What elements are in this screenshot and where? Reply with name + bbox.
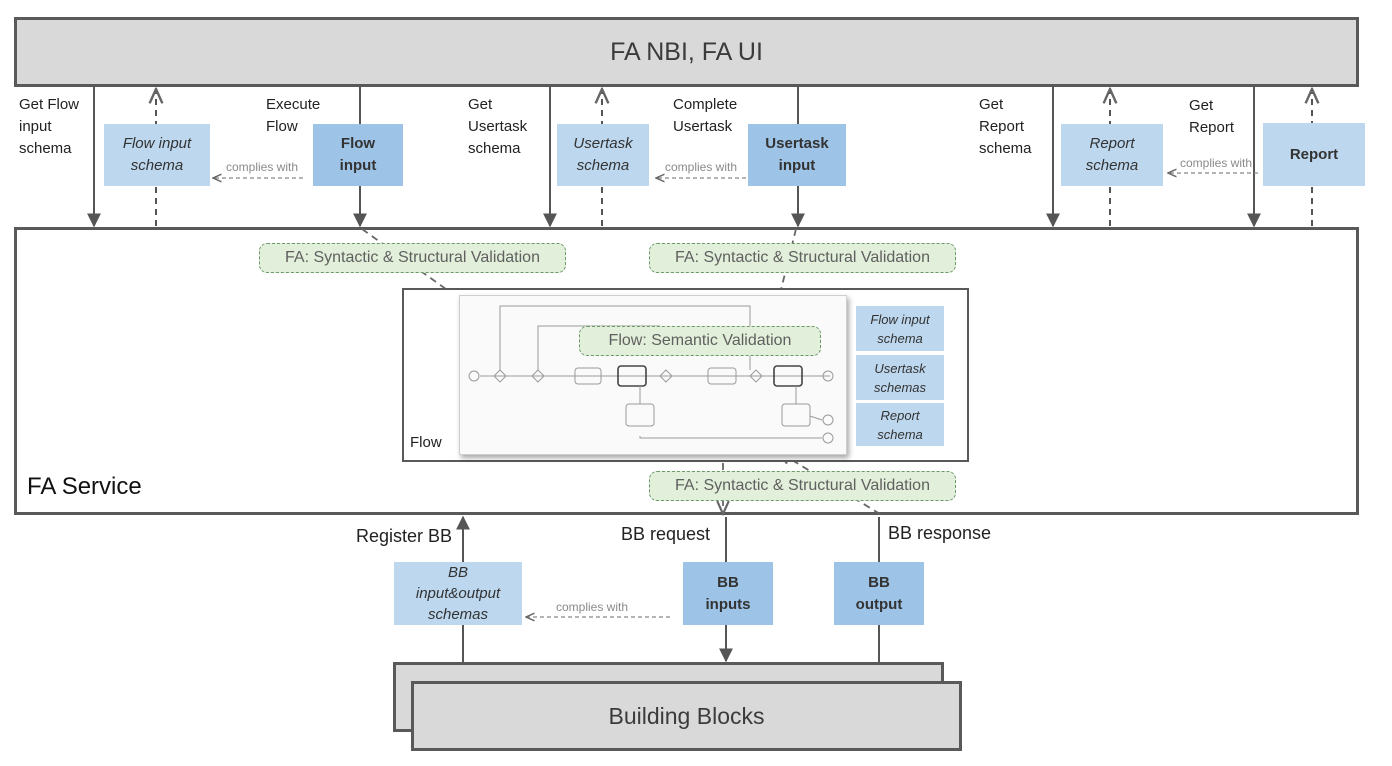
flow-side-flow-input-schema: Flow input schema	[856, 306, 944, 351]
syntactic-validation-right-label: FA: Syntactic & Structural Validation	[675, 249, 930, 266]
complies-with-bb: complies with	[556, 600, 629, 614]
register-bb-label: Register BB	[356, 526, 453, 546]
syntactic-validation-left-label: FA: Syntactic & Structural Validation	[285, 249, 540, 266]
label-complete-usertask: Complete Usertask	[673, 96, 738, 135]
report-box: Report	[1263, 123, 1365, 186]
flow-input-schema-box: Flow input schema	[104, 124, 210, 186]
complies-with-report: complies with	[1180, 156, 1253, 170]
semantic-validation: Flow: Semantic Validation	[579, 326, 821, 356]
usertask-input-box: Usertask input	[748, 124, 846, 186]
flow-label: Flow	[410, 434, 442, 451]
usertask-schema-box: Usertask schema	[557, 124, 649, 186]
usertask-schema-label: Usertask schema	[573, 135, 633, 174]
flow-side-usertask-schemas: Usertask schemas	[856, 355, 944, 400]
complies-with-flow: complies with	[226, 160, 299, 174]
semantic-validation-label: Flow: Semantic Validation	[608, 332, 792, 349]
flow-side-usertask-schemas-label: Usertask schemas	[873, 360, 927, 395]
flow-side-report-schema: Report schema	[856, 403, 944, 446]
label-get-flow-input-schema: Get Flow input schema	[19, 96, 80, 157]
bb-inputs-label: BB inputs	[705, 573, 751, 613]
label-get-usertask-schema: Get Usertask schema	[468, 96, 528, 157]
report-schema-label: Report schema	[1085, 135, 1139, 174]
bb-output-box: BB output	[834, 562, 924, 625]
syntactic-validation-right: FA: Syntactic & Structural Validation	[649, 243, 956, 273]
flow-input-box: Flow input	[313, 124, 403, 186]
flow-input-schema-label: Flow input schema	[122, 135, 192, 174]
syntactic-validation-left: FA: Syntactic & Structural Validation	[259, 243, 566, 273]
bb-schemas-box: BB input&output schemas	[394, 562, 522, 625]
flow-side-report-schema-label: Report schema	[877, 407, 923, 442]
syntactic-validation-bottom-label: FA: Syntactic & Structural Validation	[675, 477, 930, 494]
bb-request-label: BB request	[621, 524, 711, 544]
label-get-report-schema: Get Report schema	[979, 96, 1032, 157]
complies-with-usertask: complies with	[665, 160, 738, 174]
bpmn-thumbnail	[468, 305, 834, 444]
report-schema-box: Report schema	[1061, 124, 1163, 186]
label-execute-flow: Execute Flow	[266, 96, 321, 135]
building-blocks-title: Building Blocks	[608, 702, 765, 729]
fa-nbi-ui-title: FA NBI, FA UI	[610, 37, 763, 66]
flow-input-label: Flow input	[339, 135, 377, 174]
report-label: Report	[1289, 145, 1339, 163]
bb-output-label: BB output	[855, 573, 903, 613]
label-get-report: Get Report	[1189, 97, 1235, 136]
syntactic-validation-bottom: FA: Syntactic & Structural Validation	[649, 471, 956, 501]
bb-response-label: BB response	[888, 523, 992, 543]
fa-nbi-ui-bar: FA NBI, FA UI	[14, 17, 1359, 87]
flow-side-flow-input-schema-label: Flow input schema	[870, 311, 930, 346]
usertask-input-label: Usertask input	[765, 135, 829, 174]
bb-inputs-box: BB inputs	[683, 562, 773, 625]
fa-service-title: FA Service	[27, 473, 142, 500]
building-blocks-box: Building Blocks	[411, 681, 962, 751]
bb-schemas-label: BB input&output schemas	[415, 564, 501, 623]
flow-diagram-image	[459, 295, 847, 455]
